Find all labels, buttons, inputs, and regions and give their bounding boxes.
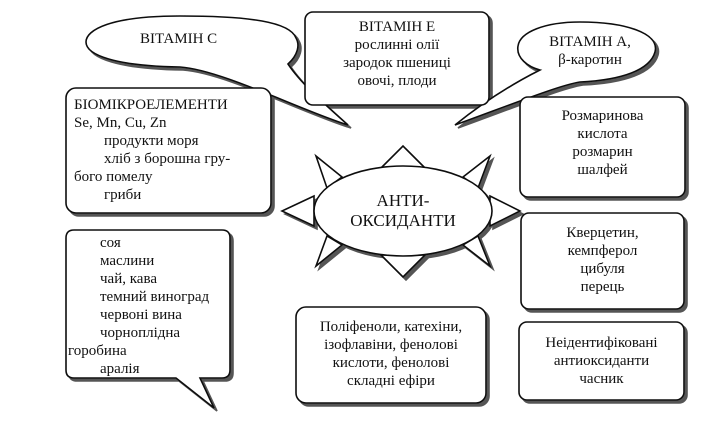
microelements-line: хліб з борошна гру- — [104, 151, 231, 167]
unidentified-text: Неідентифіковані антиоксиданти часник — [519, 334, 684, 388]
vitamin-a-title: ВІТАМІН А, — [549, 34, 631, 50]
center-line: ОКСИДАНТИ — [350, 211, 456, 230]
microelements-box — [65, 87, 272, 214]
rosmarinic-line: кислота — [577, 126, 628, 142]
products-line: червоні вина — [100, 307, 182, 323]
microelements-line: продукти моря — [104, 133, 199, 149]
antioxidants-center-ellipse — [313, 165, 493, 257]
antioxidants-center-text: АНТИ- ОКСИДАНТИ — [330, 191, 476, 231]
products-line: соя — [100, 235, 121, 251]
products-text: соя маслини чай, кава темний виноград че… — [68, 234, 209, 378]
rosmarinic-text: Розмаринова кислота розмарин шалфей — [520, 107, 685, 179]
polyphenols-line: складні ефіри — [347, 373, 435, 389]
quercetin-line: цибуля — [580, 261, 625, 277]
vitamin-c-title: ВІТАМІН С — [140, 31, 218, 47]
center-line: АНТИ- — [376, 191, 430, 210]
vitamin-a-subtitle: β-каротин — [558, 52, 622, 68]
products-line: аралія — [100, 361, 140, 377]
sun-ray-left — [280, 194, 315, 228]
products-line: горобина — [68, 343, 127, 359]
rosmarinic-line: розмарин — [572, 144, 633, 160]
microelements-line: бого помелу — [74, 169, 153, 185]
sun-ray-bottom — [379, 254, 427, 279]
vitamin-a-bubble — [454, 21, 657, 126]
unidentified-box — [518, 321, 685, 401]
vitamin-e-line: зародок пшениці — [343, 55, 451, 71]
polyphenols-text: Поліфеноли, катехіни, ізофлавіни, феноло… — [296, 318, 486, 390]
vitamin-e-text: ВІТАМІН Е рослинні олії зародок пшениці … — [305, 18, 489, 90]
vitamin-e-title: ВІТАМІН Е — [358, 19, 436, 35]
quercetin-line: Кверцетин, — [566, 225, 639, 241]
polyphenols-line: ізофлавіни, фенолові — [324, 337, 458, 353]
vitamin-c-label: ВІТАМІН С — [140, 30, 217, 48]
microelements-title: БІОМІКРОЕЛЕМЕНТИ — [74, 97, 228, 113]
unidentified-line: часник — [579, 371, 624, 387]
unidentified-line: антиоксиданти — [553, 353, 650, 369]
sun-ray-top — [379, 144, 427, 169]
sun-ray-right — [489, 194, 522, 228]
rosmarinic-line: шалфей — [577, 162, 628, 178]
polyphenols-line: кислоти, фенолові — [332, 355, 450, 371]
polyphenols-line: Поліфеноли, катехіни, — [319, 319, 463, 335]
microelements-line: гриби — [104, 187, 142, 203]
rosmarinic-box — [519, 96, 686, 198]
quercetin-line: кемпферол — [567, 243, 638, 259]
rosmarinic-line: Розмаринова — [561, 108, 644, 124]
vitamin-e-line: овочі, плоди — [357, 73, 437, 89]
microelements-list: Se, Mn, Cu, Zn — [74, 115, 167, 131]
products-line: маслини — [100, 253, 155, 269]
vitamin-a-text: ВІТАМІН А, β-каротин — [530, 33, 650, 69]
unidentified-line: Неідентифіковані — [545, 335, 658, 351]
quercetin-box — [520, 212, 685, 310]
products-callout — [65, 229, 231, 409]
vitamin-c-bubble — [85, 15, 349, 126]
products-line: чай, кава — [100, 271, 157, 287]
vitamin-e-line: рослинні олії — [354, 37, 440, 53]
products-line: темний виноград — [100, 289, 210, 305]
quercetin-text: Кверцетин, кемпферол цибуля перець — [521, 224, 684, 296]
products-line: чорноплідна — [100, 325, 181, 341]
vitamin-e-box — [304, 11, 490, 106]
quercetin-line: перець — [580, 279, 625, 295]
microelements-text: БІОМІКРОЕЛЕМЕНТИ Se, Mn, Cu, Zn продукти… — [74, 96, 230, 204]
polyphenols-box — [295, 306, 487, 404]
